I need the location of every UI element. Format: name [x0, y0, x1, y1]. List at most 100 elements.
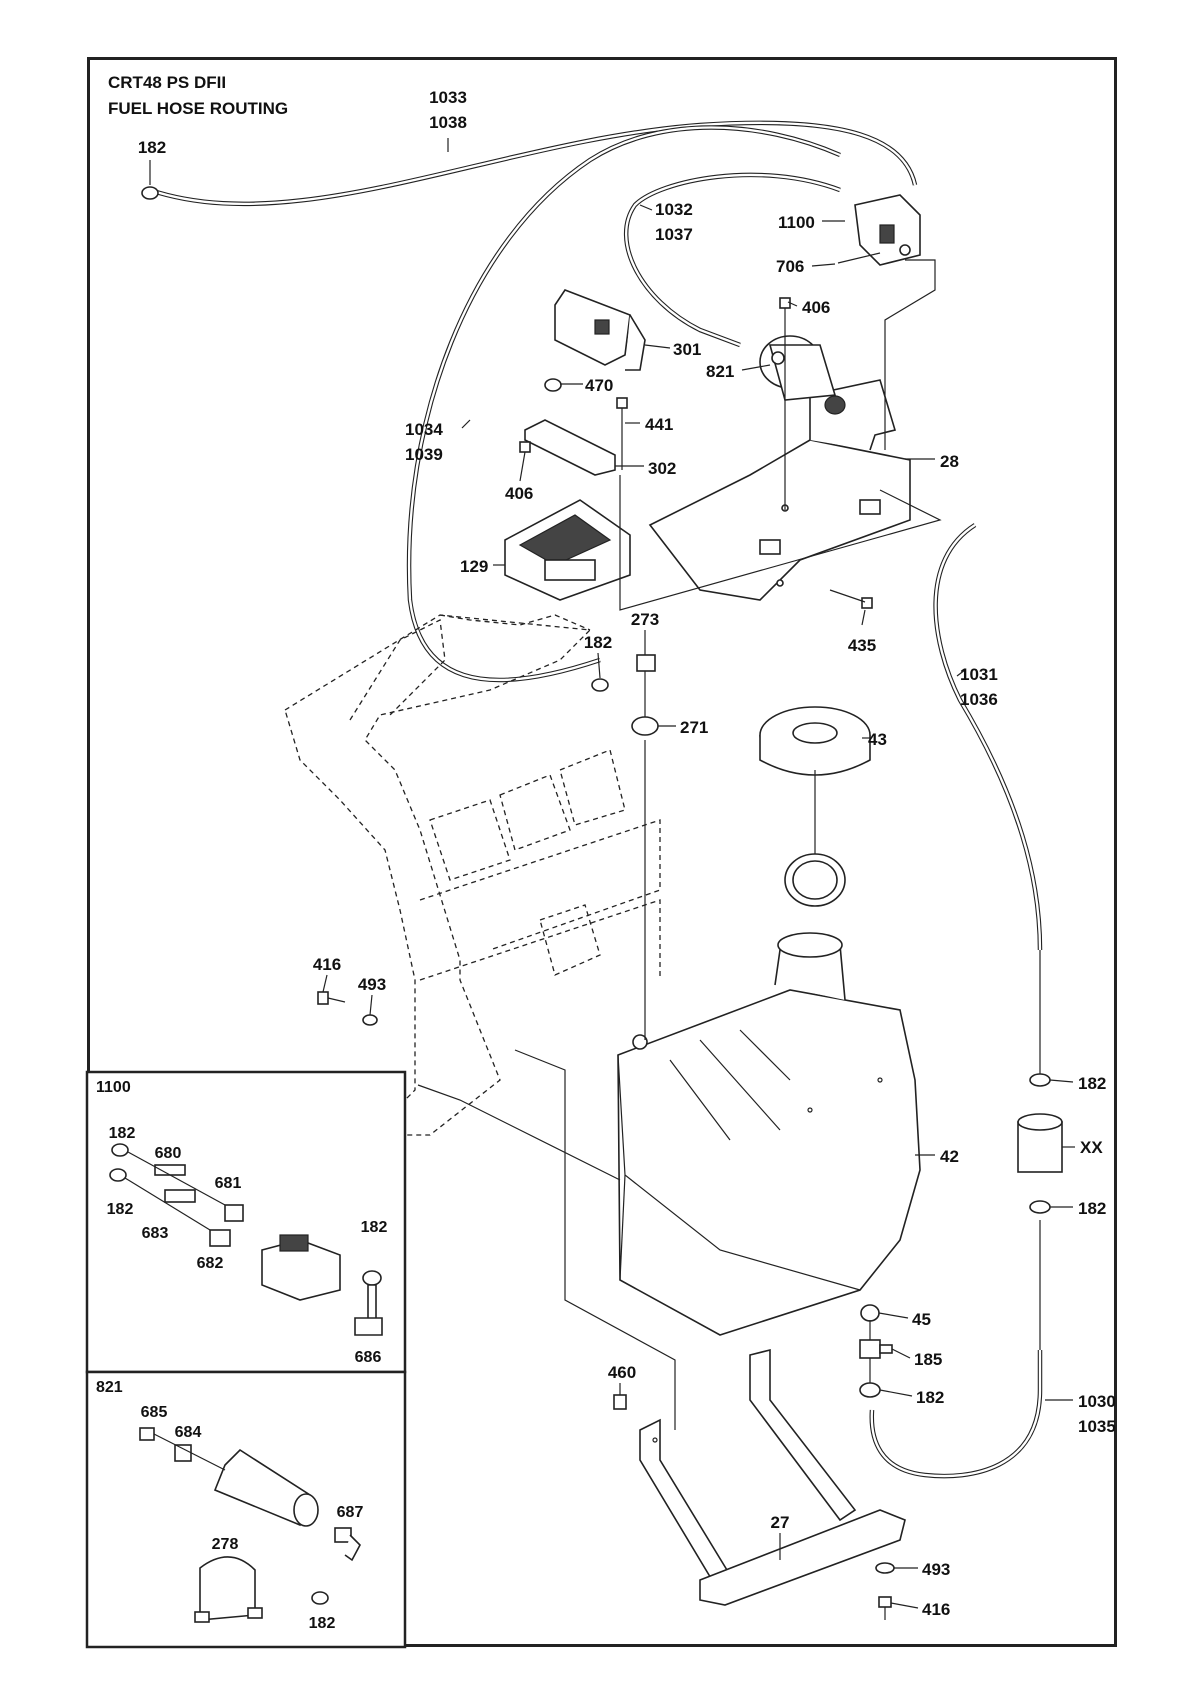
- bolt-406: [779, 297, 791, 309]
- callout-xx: XX: [1080, 1138, 1103, 1157]
- callout-28: 28: [940, 452, 959, 471]
- washer-493-bottom: [875, 1562, 895, 1574]
- inset-1100: 1100 182 680 681 182 683 682 182 686: [85, 1070, 407, 1374]
- callout-182-mid: 182: [584, 633, 612, 652]
- fuel-pump-821: [759, 335, 846, 415]
- callout-1036: 1036: [960, 690, 998, 709]
- clamp-182-mid: [591, 678, 609, 692]
- inset-821-label-278: 278: [212, 1536, 239, 1553]
- callout-1039: 1039: [405, 445, 443, 464]
- title-model: CRT48 PS DFII: [108, 73, 227, 92]
- callout-435: 435: [848, 636, 876, 655]
- outlet-45: [860, 1304, 880, 1340]
- callout-1035: 1035: [1078, 1417, 1116, 1436]
- callout-42: 42: [940, 1147, 959, 1166]
- inset-821-label-684: 684: [175, 1424, 202, 1441]
- callout-406-left: 406: [505, 484, 533, 503]
- callout-129: 129: [460, 557, 488, 576]
- inset-1100-label-686: 686: [355, 1349, 382, 1366]
- assembly-line: [514, 1049, 676, 1430]
- inset-1100-label-182a: 182: [109, 1125, 136, 1142]
- module-301: [554, 289, 646, 371]
- callout-706: 706: [776, 257, 804, 276]
- plate-302: [524, 419, 616, 476]
- callout-302: 302: [648, 459, 676, 478]
- callout-185: 185: [914, 1350, 942, 1369]
- inset-1100-label-681: 681: [215, 1175, 242, 1192]
- inset-821-label-687: 687: [337, 1504, 364, 1521]
- callout-182: 182: [138, 138, 166, 157]
- inset-1100-title: 1100: [96, 1079, 131, 1096]
- inset-821-label-685: 685: [141, 1404, 168, 1421]
- callout-1030: 1030: [1078, 1392, 1116, 1411]
- callout-1037: 1037: [655, 225, 693, 244]
- callout-460: 460: [608, 1363, 636, 1382]
- cap-gasket: [784, 853, 846, 907]
- fuel-cap-43: [759, 706, 871, 855]
- clamp-182-top: [141, 186, 159, 200]
- fuel-tank-42: [617, 932, 921, 1336]
- callout-1033: 1033: [429, 88, 467, 107]
- bracket-slot: [759, 539, 781, 555]
- callout-1031: 1031: [960, 665, 998, 684]
- callout-1032: 1032: [655, 200, 693, 219]
- valve-1100: [854, 194, 921, 266]
- callout-27: 27: [771, 1513, 790, 1532]
- callout-1034: 1034: [405, 420, 443, 439]
- inset-1100-label-680: 680: [155, 1145, 182, 1162]
- hose-1030: [869, 1350, 1043, 1479]
- diagram-frame: [87, 57, 1117, 1647]
- inset-1100-label-682: 682: [197, 1255, 224, 1272]
- hose-1034: [406, 125, 841, 683]
- connector-273: [636, 654, 656, 1040]
- inset-821-label-182: 182: [309, 1615, 336, 1632]
- callout-441: 441: [645, 415, 673, 434]
- callout-416-bottom: 416: [922, 1600, 950, 1619]
- inset-821: 821 685 684 687 278 182: [85, 1370, 407, 1649]
- callout-labels: 1033 1038 182 1032 1037 1100 706 406 301…: [138, 88, 1116, 1619]
- bolt-416-bottom: [878, 1596, 892, 1620]
- bracket-28: [648, 379, 911, 601]
- fitting-185: [859, 1339, 893, 1385]
- callout-182-bottom: 182: [916, 1388, 944, 1407]
- bolt-441: [616, 397, 628, 470]
- callout-1100: 1100: [778, 213, 815, 232]
- title-subtitle: FUEL HOSE ROUTING: [108, 99, 289, 118]
- assembly-line: [619, 475, 942, 611]
- callout-406: 406: [802, 298, 830, 317]
- callout-470: 470: [585, 376, 613, 395]
- assembly-line: [884, 259, 936, 450]
- panel-outline: [284, 614, 661, 1136]
- clamp-182-bottom: [859, 1382, 881, 1398]
- hose-1031: [933, 523, 1043, 951]
- bolt-406-left: [519, 441, 531, 453]
- filter-xx: [1017, 1073, 1063, 1214]
- screw-706: [837, 252, 881, 264]
- inset-1100-label-182c: 182: [361, 1219, 388, 1236]
- callout-182-filter-top: 182: [1078, 1074, 1106, 1093]
- callout-493-bottom: 493: [922, 1560, 950, 1579]
- hose-1032: [624, 172, 841, 348]
- callout-273: 273: [631, 610, 659, 629]
- callout-301: 301: [673, 340, 701, 359]
- tank-bracket-27: [639, 1348, 906, 1606]
- callout-821: 821: [706, 362, 734, 381]
- callout-182-filter-bottom: 182: [1078, 1199, 1106, 1218]
- leaders: [149, 138, 1075, 1609]
- callout-493: 493: [358, 975, 386, 994]
- callout-43: 43: [868, 730, 887, 749]
- bolt-416: [317, 991, 346, 1005]
- nut-460: [613, 1394, 627, 1410]
- callout-271: 271: [680, 718, 708, 737]
- bracket-slot: [859, 499, 881, 515]
- hose-1033: [149, 120, 918, 207]
- ecu-129: [504, 499, 631, 601]
- inset-821-title: 821: [96, 1379, 123, 1396]
- washer-493: [362, 1014, 378, 1026]
- callout-416: 416: [313, 955, 341, 974]
- assembly-line: [417, 1084, 621, 1181]
- callout-45: 45: [912, 1310, 931, 1329]
- inset-1100-label-683: 683: [142, 1225, 169, 1242]
- grommet-271: [631, 716, 659, 736]
